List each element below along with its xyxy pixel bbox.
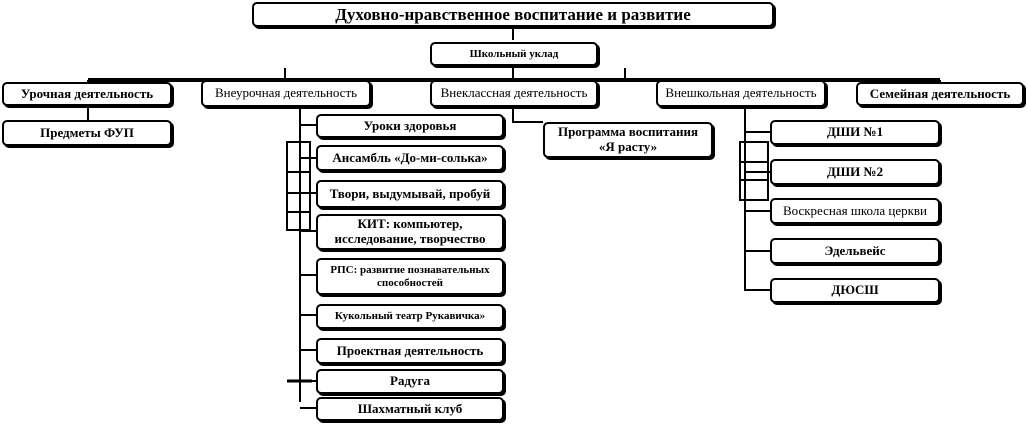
outofschool-item: ДШИ №1 [770,120,940,145]
extracurricular-item: Шахматный клуб [316,397,504,421]
outofclass-item: Программа воспитания «Я расту» [543,122,713,158]
category-outofclass: Внеклассная деятельность [430,80,598,107]
connector-outofclass [512,107,543,123]
lesson-item: Предметы ФУП [2,120,172,146]
connector-grid-left [286,141,311,231]
extracurricular-item: Ансамбль «До-ми-солька» [316,145,504,171]
extracurricular-item: Уроки здоровья [316,114,504,138]
outofschool-item: Эдельвейс [770,238,940,264]
connector-outofschool [744,107,770,291]
extracurricular-item: Кукольный театр Рукавичка» [316,304,504,329]
extracurricular-item: КИТ: компьютер, исследование, творчество [316,214,504,250]
outofschool-item: Воскресная школа церкви [770,198,940,224]
category-outofschool: Внешкольная деятельность [656,80,826,107]
school-structure-node: Школьный уклад [430,42,598,66]
extracurricular-item: Радуга [316,369,504,394]
outofschool-item: ДЮСШ [770,278,940,303]
category-extracurricular: Внеурочная деятельность [201,80,371,107]
outofschool-item: ДШИ №2 [770,159,940,185]
extracurricular-item: Проектная деятельность [316,338,504,364]
category-lesson: Урочная деятельность [2,82,172,106]
extracurricular-item: РПС: развитие познавательных способносте… [316,258,504,295]
extracurricular-item: Твори, выдумывай, пробуй [316,180,504,208]
diagram-title: Духовно-нравственное воспитание и развит… [252,2,774,27]
category-family: Семейная деятельность [856,82,1024,106]
